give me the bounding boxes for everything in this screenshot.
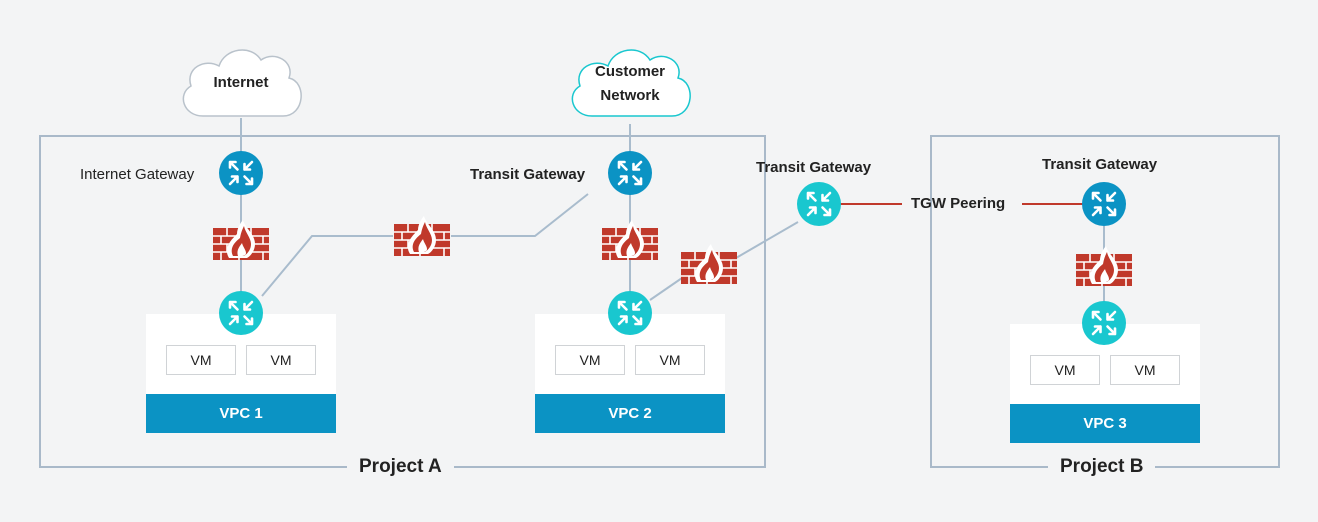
router-icon <box>608 291 652 335</box>
router-icon <box>797 182 841 226</box>
vm-box: VM <box>1030 355 1100 385</box>
vm-box: VM <box>1110 355 1180 385</box>
customer-network-label-line1: Customer <box>594 63 665 80</box>
internet-cloud-label: Internet <box>213 74 269 91</box>
transit-gateway-mid-label: Transit Gateway <box>756 159 872 176</box>
tgw-peering-label: TGW Peering <box>911 195 1006 212</box>
vpc-3-label: VPC 3 <box>1010 404 1200 443</box>
vm-box: VM <box>166 345 236 375</box>
vm-box: VM <box>555 345 625 375</box>
router-icon <box>219 291 263 335</box>
firewall-icon <box>1075 245 1133 287</box>
router-icon <box>608 151 652 195</box>
vm-box: VM <box>246 345 316 375</box>
project-b-label: Project B <box>1048 456 1156 478</box>
cloud-icon <box>571 49 691 117</box>
router-icon <box>1082 182 1126 226</box>
vm-box: VM <box>635 345 705 375</box>
router-icon <box>219 151 263 195</box>
transit-gateway-a-label: Transit Gateway <box>470 166 586 183</box>
transit-gateway-b-label: Transit Gateway <box>1042 156 1158 173</box>
firewall-icon <box>212 219 270 261</box>
project-a-label: Project A <box>347 456 454 478</box>
firewall-icon <box>680 243 738 285</box>
firewall-icon <box>601 219 659 261</box>
firewall-icon <box>393 215 451 257</box>
customer-network-label-line2: Network <box>600 87 660 104</box>
internet-gateway-label: Internet Gateway <box>80 166 195 183</box>
router-icon <box>1082 301 1126 345</box>
vpc-2-label: VPC 2 <box>535 394 725 433</box>
vpc-1-label: VPC 1 <box>146 394 336 433</box>
